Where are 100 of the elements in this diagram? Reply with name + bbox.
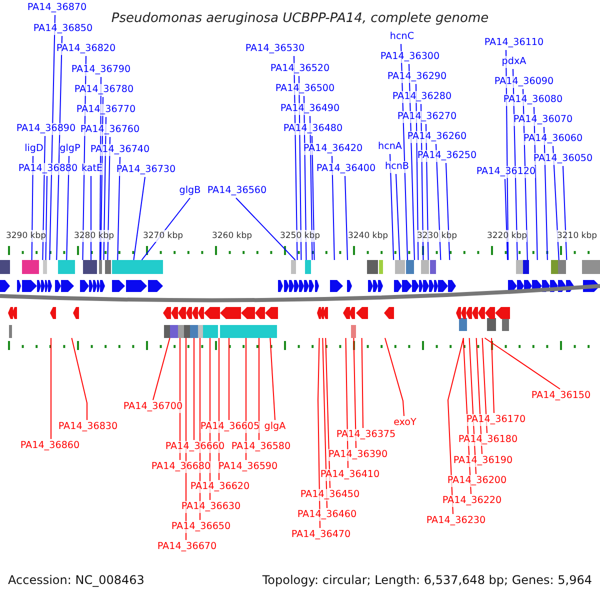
gene-label: PA14_36860	[20, 440, 80, 452]
leader-line	[45, 176, 48, 260]
gene-label: PA14_36680	[151, 461, 211, 473]
leader-line	[117, 156, 120, 260]
gene-label: PA14_36520	[270, 63, 330, 75]
gene-label: PA14_36090	[494, 76, 554, 88]
gene-label: PA14_36620	[190, 481, 250, 493]
gene-label: PA14_36780	[74, 84, 134, 96]
leader-line	[332, 156, 335, 260]
gene-label: PA14_36670	[157, 541, 217, 553]
gene-label: PA14_36560	[207, 185, 267, 197]
gene-label: hcnB	[384, 161, 410, 173]
gene-label: PA14_36080	[503, 94, 563, 106]
gene-label: PA14_36200	[447, 475, 507, 487]
leader-line	[322, 338, 328, 508]
gene-label: PA14_36110	[484, 37, 544, 49]
gene-label: PA14_36760	[80, 124, 140, 136]
scale-label: 3260 kbp	[212, 230, 252, 242]
leader-line	[71, 338, 88, 420]
leader-line	[390, 154, 394, 260]
title: Pseudomonas aeruginosa UCBPP-PA14, complete genome	[111, 13, 489, 25]
gene-label: PA14_36580	[231, 441, 291, 453]
gene-label: PA14_36650	[171, 521, 231, 533]
gene-label: PA14_36470	[291, 529, 351, 541]
leader-line	[353, 338, 356, 448]
scale-label: 3240 kbp	[348, 230, 388, 242]
reverse-gene-track	[8, 307, 510, 338]
gene-label: glgB	[179, 185, 201, 197]
scale-label: 3290 kbp	[6, 230, 46, 242]
gene-label: PA14_36890	[16, 123, 76, 135]
leader-line	[152, 338, 170, 400]
gene-label: PA14_36390	[328, 449, 388, 461]
leader-line	[491, 338, 494, 414]
gene-label: PA14_36070	[513, 114, 573, 126]
gene-label: pdxA	[502, 56, 526, 68]
gene-label: PA14_36450	[300, 489, 360, 501]
gene-label: PA14_36170	[466, 414, 526, 426]
gene-label: PA14_36480	[283, 123, 343, 135]
gene-label: PA14_36270	[397, 111, 457, 123]
leader-line	[50, 338, 52, 440]
gene-label: PA14_36280	[392, 91, 452, 103]
leader-line	[318, 338, 320, 528]
gene-label: PA14_36050	[533, 153, 593, 165]
gene-label: PA14_36730	[116, 164, 176, 176]
gene-label: PA14_36790	[71, 64, 131, 76]
gene-label: PA14_36630	[181, 501, 241, 513]
genome-info-text: Topology: circular; Length: 6,537,648 bp; Genes: 5,964	[262, 574, 592, 586]
gene-label: PA14_36660	[165, 441, 225, 453]
gene-label: PA14_36410	[320, 469, 380, 481]
gene-label: PA14_36190	[453, 455, 513, 467]
leader-line	[133, 176, 146, 260]
gene-label: PA14_36700	[123, 401, 183, 413]
scale-label: 3220 kbp	[486, 230, 528, 242]
leader-line	[258, 338, 260, 440]
forward-gene-track	[0, 260, 600, 292]
gene-label: PA14_36180	[458, 434, 518, 446]
gene-label: PA14_36060	[523, 133, 583, 145]
gene-label: PA14_36150	[531, 390, 591, 402]
leader-line	[562, 166, 568, 260]
gene-label: PA14_36500	[275, 83, 335, 95]
scale-label: 3230 kbp	[416, 230, 458, 242]
leader-line	[344, 176, 348, 260]
leader-line	[446, 162, 450, 260]
scale-label: 3250 kbp	[280, 230, 320, 242]
gene-label: PA14_36820	[56, 43, 116, 55]
leader-line	[66, 156, 70, 260]
gene-label: PA14_36120	[476, 166, 536, 178]
leader-line	[384, 338, 404, 416]
gene-label: PA14_36850	[33, 23, 93, 35]
gene-label: PA14_36460	[297, 509, 357, 521]
gene-label: PA14_36770	[76, 104, 136, 116]
scale-label: 3210 kbp	[556, 230, 598, 242]
scale-label: 3270 kbp	[142, 230, 184, 242]
gene-label: glgP	[60, 143, 80, 155]
gene-label: PA14_36400	[316, 163, 376, 175]
gene-label: PA14_36870	[27, 2, 87, 14]
gene-label: glgA	[264, 421, 286, 433]
accession-text: Accession: NC_008463	[8, 574, 144, 586]
gene-label: PA14_36880	[18, 163, 78, 175]
gene-label: PA14_36260	[407, 131, 467, 143]
leader-line	[361, 338, 364, 428]
gene-label: PA14_36250	[417, 150, 477, 162]
gene-label: katE	[81, 163, 103, 175]
scale-label: 3280 kbp	[74, 230, 114, 242]
gene-label: PA14_36490	[280, 103, 340, 115]
gene-label: PA14_36740	[90, 144, 150, 156]
leader-line	[448, 338, 464, 514]
gene-label: PA14_36605	[200, 421, 260, 433]
gene-label: PA14_36230	[426, 515, 486, 527]
gene-label: PA14_36220	[442, 495, 502, 507]
leader-line	[270, 338, 276, 420]
gene-label: PA14_36590	[218, 461, 278, 473]
gene-label: PA14_36300	[380, 51, 440, 63]
leader-line	[228, 338, 230, 420]
gene-label: PA14_36420	[303, 143, 363, 155]
gene-label: PA14_36290	[387, 71, 447, 83]
leader-line	[236, 198, 296, 260]
gene-label: PA14_36375	[336, 429, 396, 441]
gene-label: ligD	[24, 143, 44, 155]
gene-label: PA14_36830	[58, 421, 118, 433]
